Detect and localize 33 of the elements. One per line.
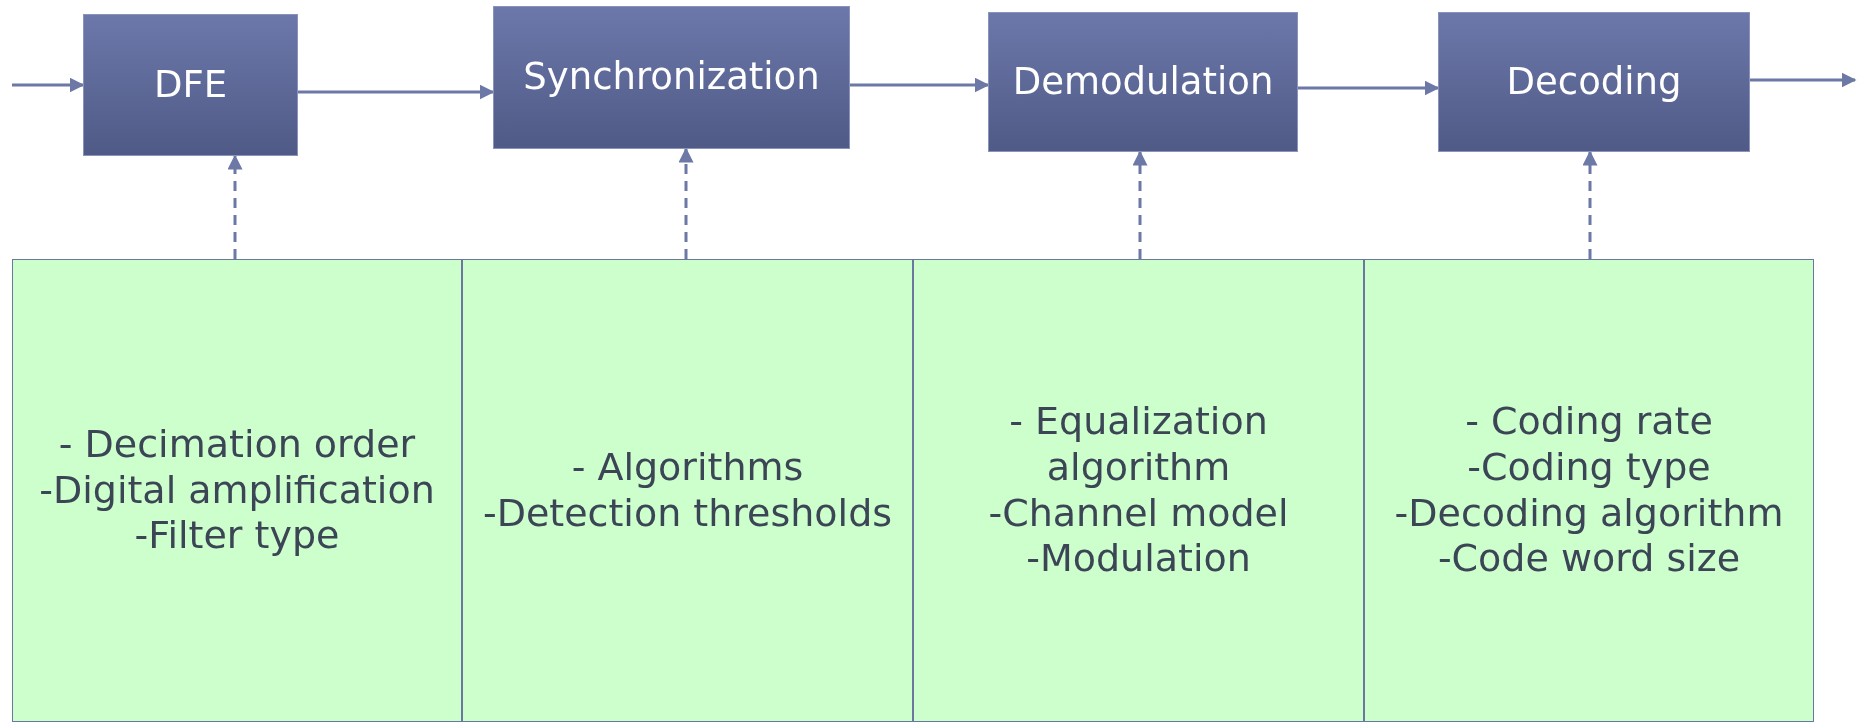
parameter-box (462, 259, 913, 722)
block-title: Synchronization (523, 55, 820, 100)
process-box (1438, 12, 1750, 152)
arrow (1298, 80, 1440, 96)
parameter-item: -Coding type (1467, 444, 1711, 491)
dashed-arrow (678, 147, 694, 259)
block-title: Decoding (1506, 59, 1682, 105)
parameter-item: - Decimation order (58, 422, 416, 468)
parameter-item: -Detection thresholds (482, 490, 893, 537)
arrow (1750, 72, 1857, 88)
arrow (850, 77, 990, 93)
parameter-item: -Digital amplification (39, 467, 435, 514)
dashed-arrow (227, 154, 243, 259)
parameter-item: -Modulation (1026, 536, 1251, 582)
process-box (493, 6, 850, 149)
parameter-item: -Filter type (134, 513, 340, 559)
parameter-item: - Equalization algorithm (1008, 399, 1269, 491)
parameter-box (1364, 259, 1814, 722)
parameter-item: - Algorithms (571, 444, 804, 491)
arrow (298, 84, 495, 100)
parameter-item: -Channel model (988, 490, 1289, 537)
parameter-item: -Code word size (1437, 536, 1741, 582)
arrow (12, 77, 85, 93)
parameter-item: - Coding rate (1465, 399, 1713, 445)
block-title: Demodulation (1012, 59, 1274, 105)
block-title: DFE (153, 62, 228, 108)
dashed-arrow (1582, 150, 1598, 259)
process-box (83, 14, 298, 156)
parameter-box (12, 259, 462, 722)
process-box (988, 12, 1298, 152)
parameter-box (913, 259, 1364, 722)
dashed-arrow (1132, 150, 1148, 259)
parameter-item: -Decoding algorithm (1394, 490, 1784, 537)
